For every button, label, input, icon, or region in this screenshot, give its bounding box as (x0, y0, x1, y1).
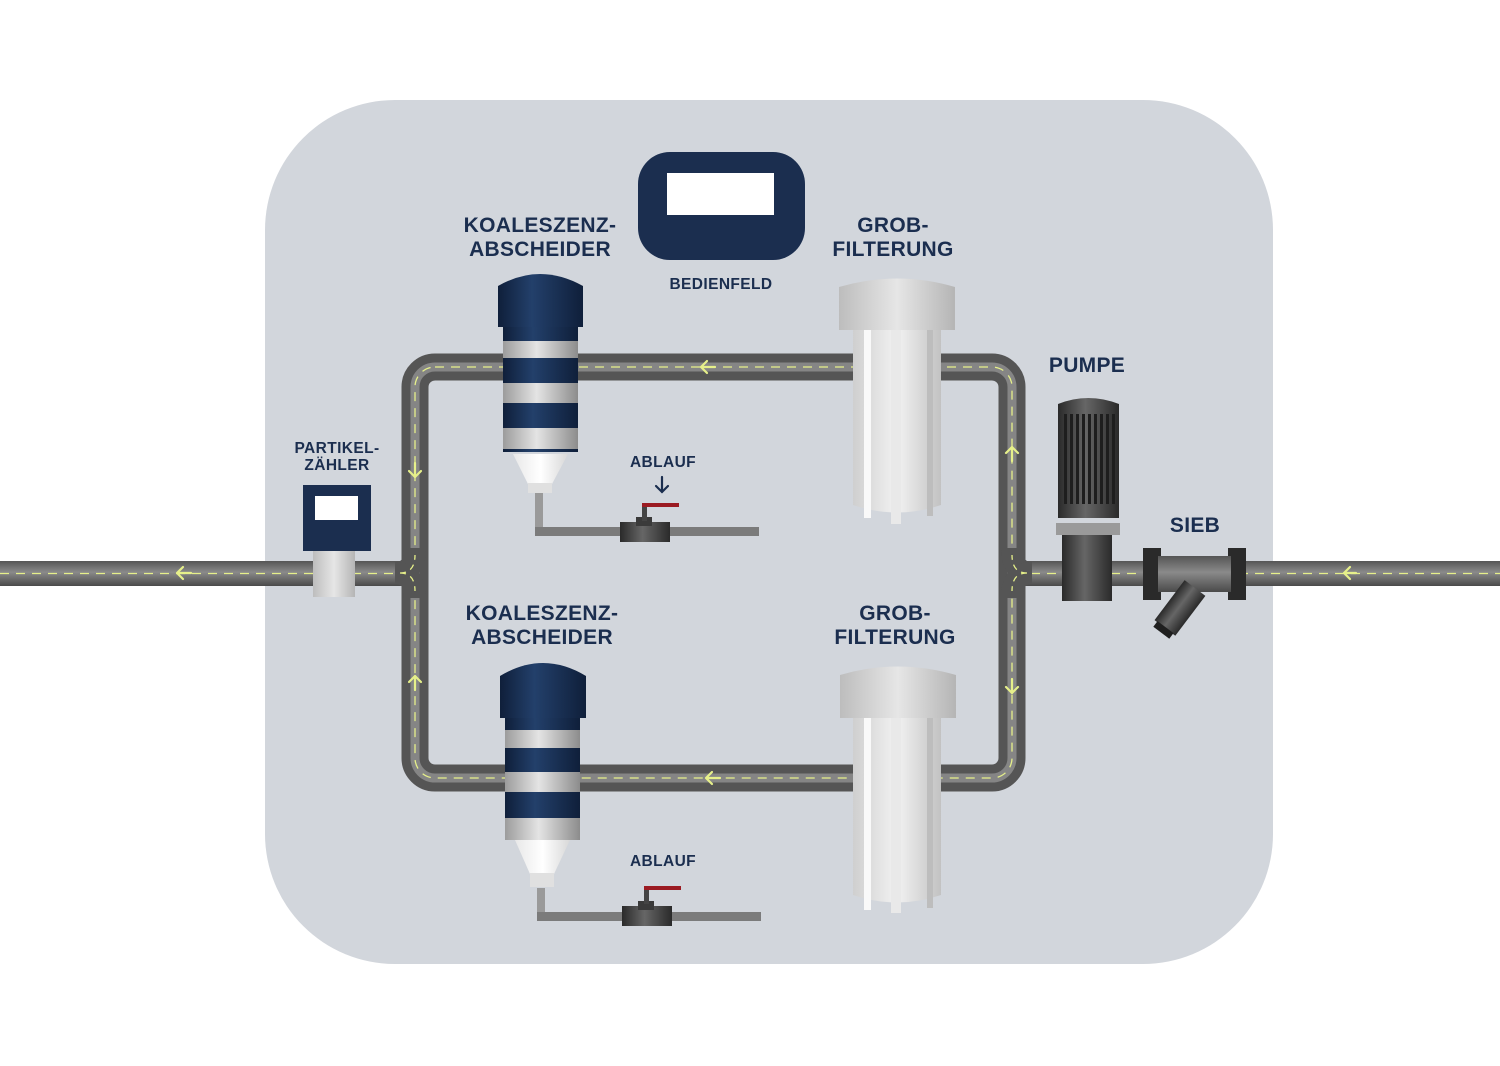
arrow-icon (704, 770, 722, 786)
coalescer-separator-top (498, 274, 583, 493)
control-panel-screen (667, 173, 774, 215)
particle-counter-display (315, 496, 358, 520)
arrow-icon (699, 359, 717, 375)
coarse-filter-bottom (840, 666, 956, 913)
drain-label-top: ABLAUF (629, 454, 697, 471)
arrow-down-icon (654, 475, 670, 494)
strainer-label: SIEB (1169, 514, 1221, 537)
coarse-filter-top (839, 278, 955, 524)
drain-valve-top[interactable] (620, 503, 679, 542)
pump-label: PUMPE (1048, 354, 1126, 377)
drain-label-bottom: ABLAUF (629, 853, 697, 870)
control-panel-label: BEDIENFELD (669, 276, 773, 293)
coarse-filter-label-bottom: GROB-FILTERUNG (834, 602, 956, 649)
flow-arrows (175, 359, 1358, 786)
coalescer-separator-bottom (500, 663, 586, 887)
arrow-icon (175, 565, 193, 581)
strainer (1143, 548, 1246, 639)
arrow-icon (1342, 565, 1358, 581)
control-panel[interactable] (638, 152, 805, 260)
drain-valve-bottom[interactable] (622, 886, 681, 926)
arrow-icon (407, 674, 423, 692)
particle-counter-label: PARTIKEL-ZÄHLER (294, 440, 380, 475)
arrow-icon (1004, 445, 1020, 463)
coalescer-label-bottom: KOALESZENZ-ABSCHEIDER (465, 602, 619, 649)
coarse-filter-label-top: GROB-FILTERUNG (832, 214, 954, 261)
pump (1056, 398, 1120, 601)
particle-counter (303, 485, 371, 597)
coalescer-label-top: KOALESZENZ-ABSCHEIDER (463, 214, 617, 261)
arrow-icon (407, 461, 423, 479)
arrow-icon (1004, 677, 1020, 695)
